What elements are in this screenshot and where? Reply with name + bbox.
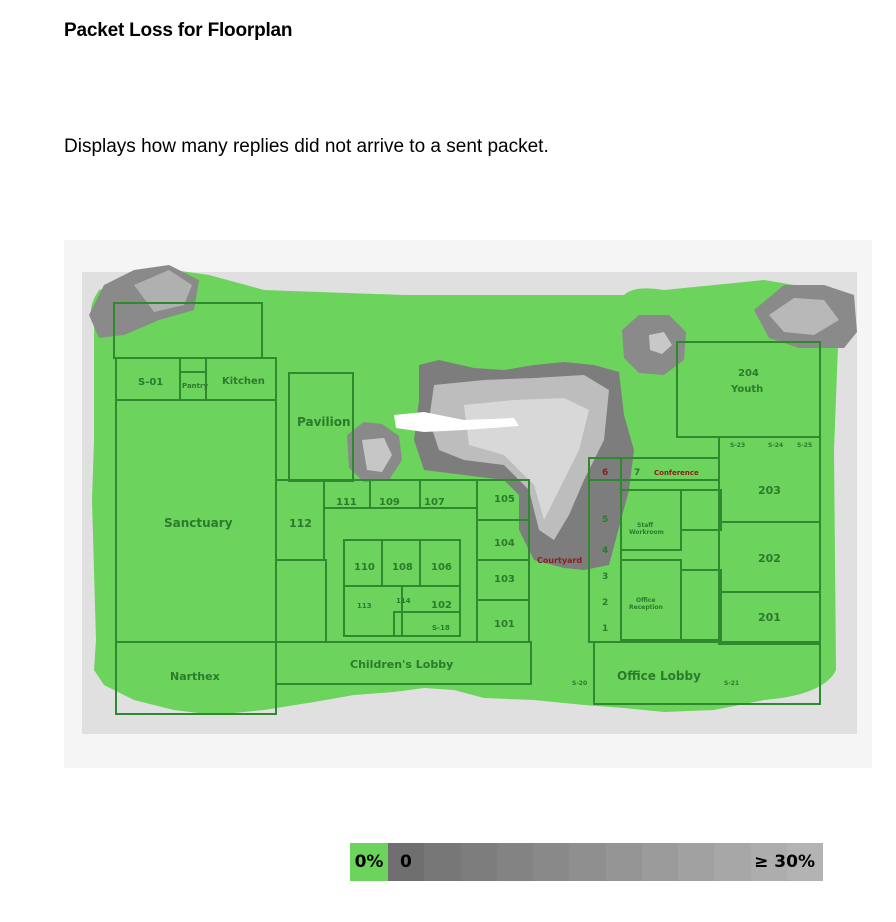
- legend-step: [786, 843, 823, 881]
- room-label-101: 101: [494, 619, 515, 630]
- page-description: Displays how many replies did not arrive…: [64, 136, 549, 157]
- room-label-pavilion: Pavilion: [297, 415, 351, 429]
- room-label-office-lobby: Office Lobby: [617, 669, 701, 683]
- legend-step: [460, 843, 497, 881]
- floorplan-svg: S-01 Pantry Kitchen Pavilion Sanctuary 1…: [64, 240, 872, 768]
- room-label-youth-1: 204: [738, 368, 759, 379]
- room-label-s24: S-24: [768, 442, 783, 449]
- page-title: Packet Loss for Floorplan: [64, 20, 293, 41]
- legend-step: [750, 843, 787, 881]
- room-label-pantry: Pantry: [182, 382, 208, 390]
- loss-region-center: [394, 360, 634, 570]
- legend-max-label: ≥ 30%: [754, 852, 815, 872]
- legend-zero-swatch: 0%: [350, 843, 388, 881]
- room-label-office-reception-1: Office: [636, 597, 655, 604]
- legend-step: [569, 843, 606, 881]
- room-label-201: 201: [758, 611, 781, 624]
- room-label-4: 4: [602, 546, 608, 556]
- room-label-s20: S-20: [572, 680, 587, 687]
- room-label-103: 103: [494, 574, 515, 585]
- room-label-105: 105: [494, 494, 515, 505]
- room-label-staff-1: Staff: [637, 522, 653, 529]
- room-label-s25: S-25: [797, 442, 812, 449]
- room-label-s21: S-21: [724, 680, 739, 687]
- room-label-114: 114: [396, 597, 411, 605]
- room-label-106: 106: [431, 562, 452, 573]
- legend-step: [533, 843, 570, 881]
- room-label-staff-2: Workroom: [629, 529, 664, 536]
- legend-step: [605, 843, 642, 881]
- room-label-111: 111: [336, 497, 357, 508]
- room-label-107: 107: [424, 497, 445, 508]
- room-label-104: 104: [494, 538, 515, 549]
- room-label-102: 102: [431, 600, 452, 611]
- legend-step: [714, 843, 751, 881]
- room-label-113: 113: [357, 602, 372, 610]
- room-label-110: 110: [354, 562, 375, 573]
- room-label-202: 202: [758, 552, 781, 565]
- room-label-108: 108: [392, 562, 413, 573]
- room-label-kitchen: Kitchen: [222, 376, 265, 387]
- room-label-youth-2: Youth: [730, 384, 763, 395]
- room-label-courtyard: Courtyard: [537, 556, 582, 565]
- legend-gradient: 0 ≥ 30%: [388, 843, 823, 881]
- legend-step: [424, 843, 461, 881]
- legend-start-label: 0: [400, 852, 412, 872]
- legend-step: [496, 843, 533, 881]
- room-label-sanctuary: Sanctuary: [164, 516, 233, 530]
- legend-step: [678, 843, 715, 881]
- room-label-s01: S-01: [138, 377, 163, 388]
- legend-step: [388, 843, 425, 881]
- room-label-112: 112: [289, 517, 312, 530]
- room-label-203: 203: [758, 484, 781, 497]
- coverage-area: [90, 268, 839, 715]
- loss-region-top-left: [89, 265, 199, 338]
- room-label-childrens-lobby: Children's Lobby: [350, 658, 453, 671]
- room-label-s23: S-23: [730, 442, 745, 449]
- room-label-1: 1: [602, 624, 608, 634]
- room-label-office-reception-2: Reception: [629, 604, 663, 611]
- room-labels: S-01 Pantry Kitchen Pavilion Sanctuary 1…: [138, 368, 812, 687]
- room-label-5: 5: [602, 515, 608, 525]
- packet-loss-legend: 0% 0 ≥ 30%: [350, 843, 823, 881]
- floorplan-walls: [113, 302, 821, 715]
- room-label-2: 2: [602, 598, 608, 608]
- legend-step: [641, 843, 678, 881]
- loss-region-top-right-hex: [622, 315, 686, 375]
- room-label-6: 6: [602, 468, 608, 478]
- room-label-narthex: Narthex: [170, 670, 220, 683]
- room-label-s18: S-18: [432, 624, 450, 632]
- loss-region-left-small: [347, 422, 402, 482]
- room-label-109: 109: [379, 497, 400, 508]
- floorplan-heatmap: S-01 Pantry Kitchen Pavilion Sanctuary 1…: [64, 240, 872, 768]
- room-label-3: 3: [602, 572, 608, 582]
- room-label-conference: Conference: [654, 469, 699, 477]
- room-label-7: 7: [634, 468, 640, 478]
- loss-region-top-right-corner: [754, 285, 857, 348]
